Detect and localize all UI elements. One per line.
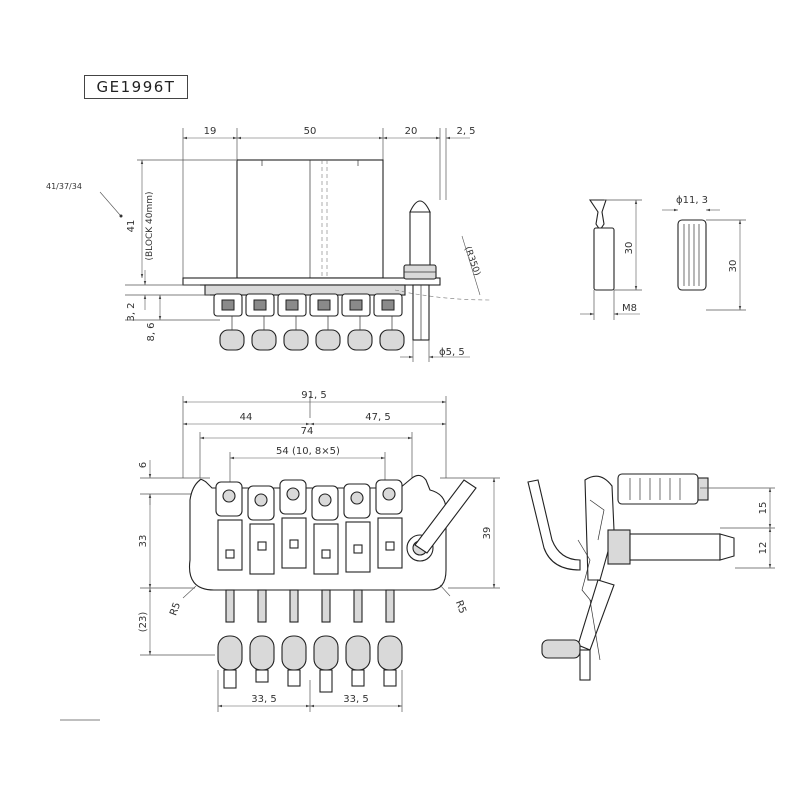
dim-key-30: 30	[624, 242, 635, 255]
dim-50: 50	[304, 126, 317, 137]
dim-r5-left: R5	[168, 601, 183, 617]
dim-block: (BLOCK 40mm)	[145, 191, 155, 260]
dim-width-74: 74	[301, 426, 314, 437]
side-assembly: 15 12	[527, 473, 775, 681]
side-saddles	[213, 293, 405, 351]
dim-r5-right: R5	[453, 599, 468, 615]
dim-23: (23)	[138, 612, 149, 633]
tuning-knob: ϕ11, 3 30	[662, 195, 746, 311]
dim-knob-dia: ϕ11, 3	[676, 195, 708, 206]
side-view: 19 50 20 2, 5 41/37/34 41 (BLOCK 40mm) (…	[46, 126, 491, 362]
dim-string-spacing: 41/37/34	[46, 182, 82, 191]
dim-bottom-33-5-b: 33, 5	[343, 694, 368, 705]
dim-8-6: 8, 6	[146, 322, 157, 341]
allen-key: 30 M8	[580, 199, 642, 320]
dim-41: 41	[126, 220, 137, 233]
dim-19: 19	[204, 126, 217, 137]
dim-width-44: 44	[240, 412, 253, 423]
dim-key-m8: M8	[622, 303, 637, 314]
top-view: 91, 5 44 47, 5 74 54 (10, 8×5) 6 33 (23)…	[60, 390, 500, 721]
dim-2-5: 2, 5	[456, 126, 475, 137]
dim-20: 20	[405, 126, 418, 137]
model-title: GE1996T	[84, 75, 188, 99]
dim-arm-dia: ϕ5, 5	[439, 347, 465, 358]
dim-width-54: 54 (10, 8×5)	[276, 446, 340, 457]
dim-side-12: 12	[758, 542, 769, 555]
top-saddles	[215, 479, 403, 693]
dim-3-2: 3, 2	[126, 302, 137, 321]
tremolo-arm	[406, 479, 477, 562]
dim-side-15: 15	[758, 502, 769, 515]
dim-6: 6	[138, 462, 149, 468]
dim-width-91-5: 91, 5	[301, 390, 326, 401]
dim-width-47-5: 47, 5	[365, 412, 390, 423]
dim-33: 33	[138, 535, 149, 548]
dim-r350: (R350)	[462, 245, 482, 277]
dim-39: 39	[482, 527, 493, 540]
dim-bottom-33-5-a: 33, 5	[251, 694, 276, 705]
dim-knob-30: 30	[728, 260, 739, 273]
